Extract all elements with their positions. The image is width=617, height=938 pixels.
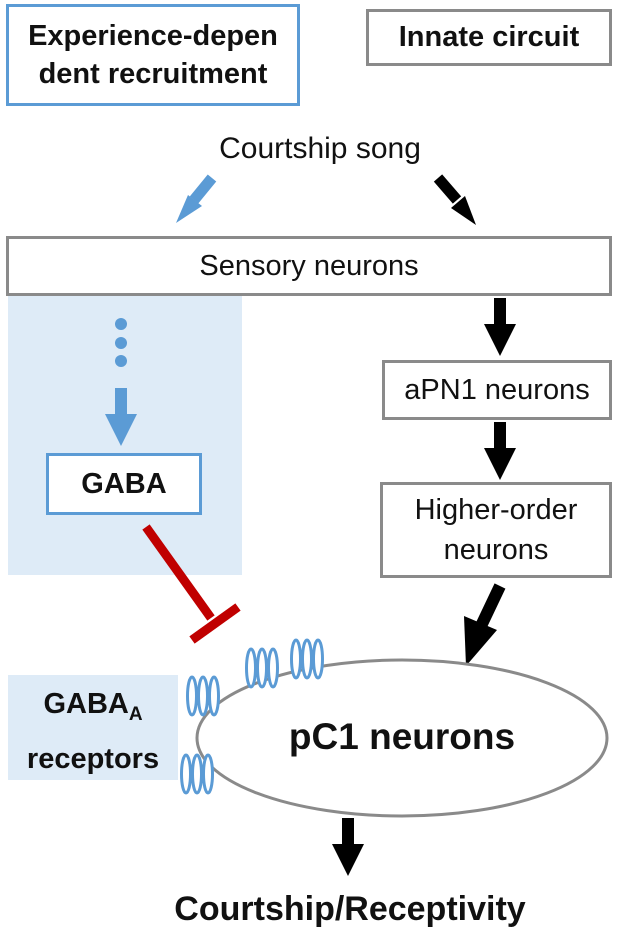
pathway-dot-1 (115, 318, 127, 330)
gaba-a-receptors-subscript: A (128, 703, 143, 725)
song-to-sensory-experience-arrowhead (176, 195, 202, 223)
experience-legend-box: Experience-depen dent recruitment (6, 4, 300, 106)
gaba-a-receptors-main: GABA (43, 688, 129, 720)
pc1-neuron-ellipse (195, 658, 609, 818)
innate-legend-box: Innate circuit (366, 9, 612, 66)
song-to-sensory-innate-arrowhead (451, 196, 476, 225)
gaba-a-receptors-label: GABAA receptors (8, 682, 178, 781)
receptors-shade (8, 675, 178, 780)
higher-to-pc1-arrowhead (464, 616, 497, 666)
receptor-cluster-left-upper (186, 675, 220, 717)
higher-order-neurons-box: Higher-order neurons (380, 482, 612, 578)
receptor-cluster-left-lower (180, 753, 214, 795)
song-to-sensory-innate-arrow-shaft (433, 174, 462, 204)
receptor-cluster-top-left (245, 647, 279, 689)
to-gaba-arrowhead (105, 414, 137, 446)
receptor-cluster-top-right (290, 638, 324, 680)
courtship-song-label: Courtship song (219, 132, 421, 165)
gaba-a-receptors-tail: receptors (26, 742, 160, 775)
pathway-dot-3 (115, 355, 127, 367)
apn1-neurons-label: aPN1 neurons (404, 373, 590, 406)
experience-legend-label: Experience-depen dent recruitment (28, 20, 278, 90)
gaba-inhibition-line (142, 524, 215, 621)
sensory-to-apn1-arrowhead (484, 324, 516, 356)
song-to-sensory-experience-arrow-shaft (189, 174, 217, 204)
pathway-dot-2 (115, 337, 127, 349)
gaba-inhibition-bar (189, 603, 241, 644)
apn1-neurons-box: aPN1 neurons (382, 360, 612, 420)
innate-legend-label: Innate circuit (398, 21, 580, 53)
apn1-to-higher-arrowhead (484, 448, 516, 480)
pc1-to-output-arrowhead (332, 844, 364, 876)
higher-to-pc1-arrow-shaft (475, 583, 506, 629)
courtship-receptivity-label: Courtship/Receptivity (174, 890, 526, 928)
sensory-neurons-box: Sensory neurons (6, 236, 612, 296)
pc1-neurons-label: pC1 neurons (288, 716, 516, 757)
sensory-neurons-label: Sensory neurons (199, 249, 419, 282)
higher-order-neurons-label: Higher-order neurons (414, 494, 578, 566)
gaba-label: GABA (81, 467, 167, 500)
gaba-box: GABA (46, 453, 202, 515)
